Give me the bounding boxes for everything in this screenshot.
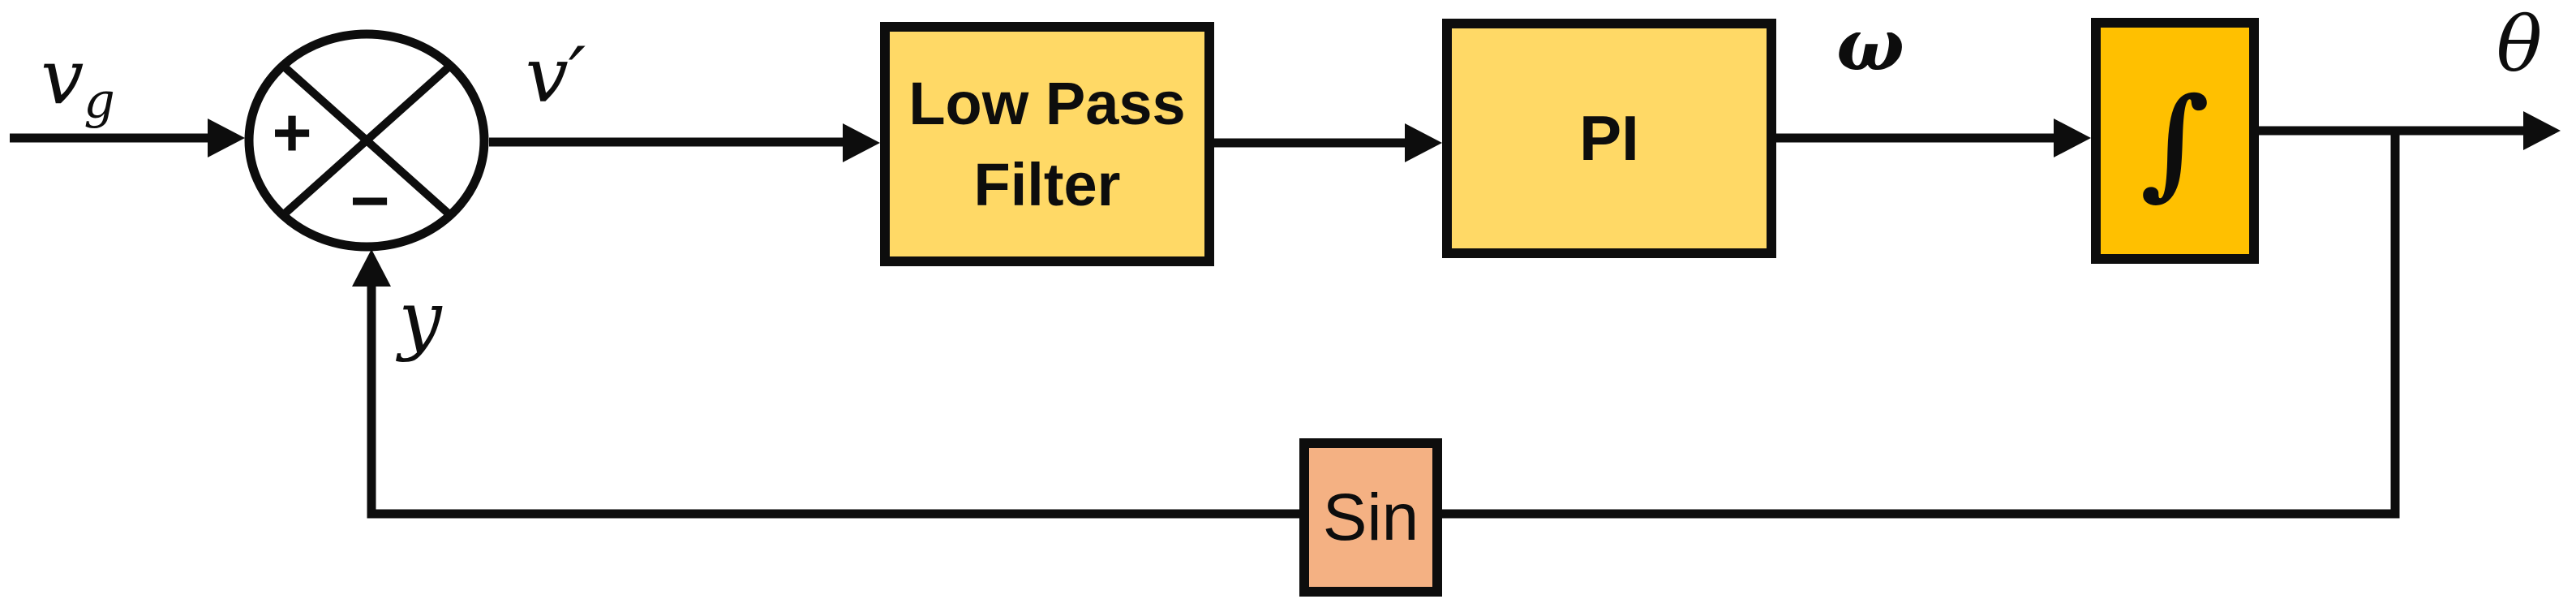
label-theta: θ [2496, 1, 2543, 89]
vprime-prime: ′ [568, 32, 586, 120]
feedback-arrowhead-icon [352, 249, 391, 287]
vprime-base: v [525, 32, 569, 120]
label-omega: ω [1836, 2, 1904, 87]
label-input-vg: vg [41, 40, 115, 130]
pi-controller-block: PI [1442, 19, 1776, 258]
pi-controller-label: PI [1579, 102, 1639, 174]
low-pass-filter-label-line1: Low Pass [908, 70, 1186, 138]
lpf-input-arrowhead-icon [843, 123, 880, 162]
output-arrowhead-icon [2523, 111, 2561, 150]
label-error-vprime: v′ [526, 38, 586, 114]
label-feedback-y: y [398, 275, 442, 364]
vg-base: v [41, 33, 84, 123]
integrator-input-arrowhead-icon [2054, 119, 2091, 157]
input-arrowhead-icon [208, 119, 245, 157]
integral-icon: ∫ [2140, 70, 2210, 212]
vg-subscript: g [84, 72, 115, 130]
integrator-block: ∫ [2091, 18, 2259, 264]
minus-sign: − [350, 162, 389, 239]
pi-input-arrowhead-icon [1405, 123, 1442, 162]
low-pass-filter-block: Low Pass Filter [880, 22, 1214, 266]
low-pass-filter-label-line2: Filter [973, 150, 1121, 218]
summing-cross-line-2 [280, 62, 453, 218]
plus-sign: + [272, 94, 311, 170]
sin-block-label: Sin [1322, 480, 1419, 554]
sin-feedback-block: Sin [1299, 438, 1442, 597]
